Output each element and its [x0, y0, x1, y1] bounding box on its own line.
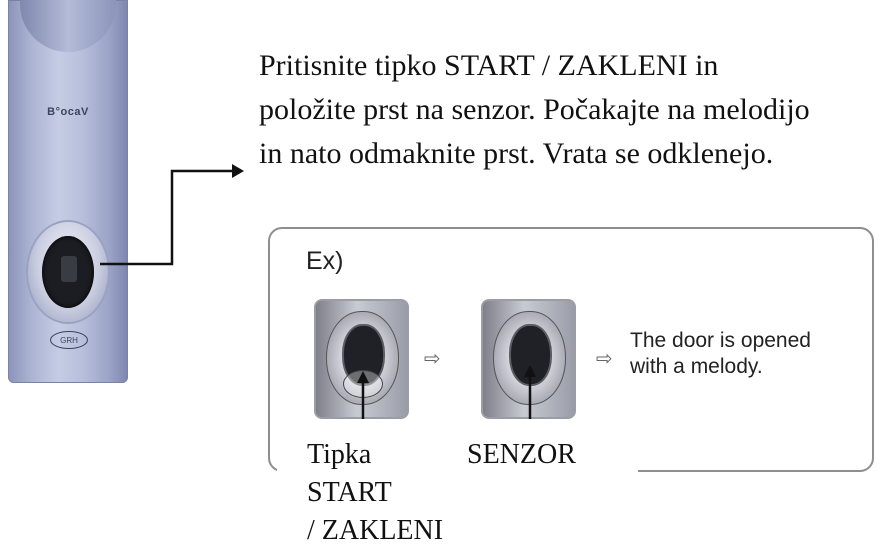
up-arrow-icon: [357, 371, 369, 419]
lock-device-image: B°ocaV GRH: [8, 0, 128, 383]
device-logo: GRH: [50, 331, 88, 349]
labels-block: Tipka START / ZAKLENI SENZOR: [277, 428, 638, 546]
instruction-line-1: Pritisnite tipko START / ZAKLENI in: [259, 49, 719, 82]
sensor-window: [42, 236, 94, 308]
example-step-start-button-image: [314, 299, 409, 419]
example-result-text: The door is opened with a melody.: [630, 328, 870, 380]
label-sensor: SENZOR: [467, 439, 576, 470]
instruction-line-3: in nato odmaknite prst. Vrata se odklene…: [259, 137, 774, 170]
label-tipka-line-3: / ZAKLENI: [307, 515, 444, 546]
result-line-1: The door is opened: [630, 329, 811, 352]
sensor-pad: [61, 256, 77, 282]
label-tipka-line-2: START: [307, 477, 392, 508]
instruction-line-2: položite prst na senzor. Počakajte na me…: [259, 93, 810, 126]
up-arrow-icon: [524, 365, 536, 419]
right-arrow-icon: ⇨: [596, 346, 613, 370]
result-line-2: with a melody.: [630, 355, 763, 378]
right-arrow-icon: ⇨: [424, 346, 441, 370]
device-brand-text: B°ocaV: [47, 106, 89, 118]
label-start-button: Tipka START / ZAKLENI: [307, 436, 443, 550]
example-step-sensor-image: [481, 299, 576, 419]
example-label: Ex): [306, 247, 344, 275]
fingerprint-sensor: [28, 222, 108, 322]
label-tipka-line-1: Tipka: [307, 439, 372, 470]
instruction-text: Pritisnite tipko START / ZAKLENI in polo…: [259, 44, 869, 176]
